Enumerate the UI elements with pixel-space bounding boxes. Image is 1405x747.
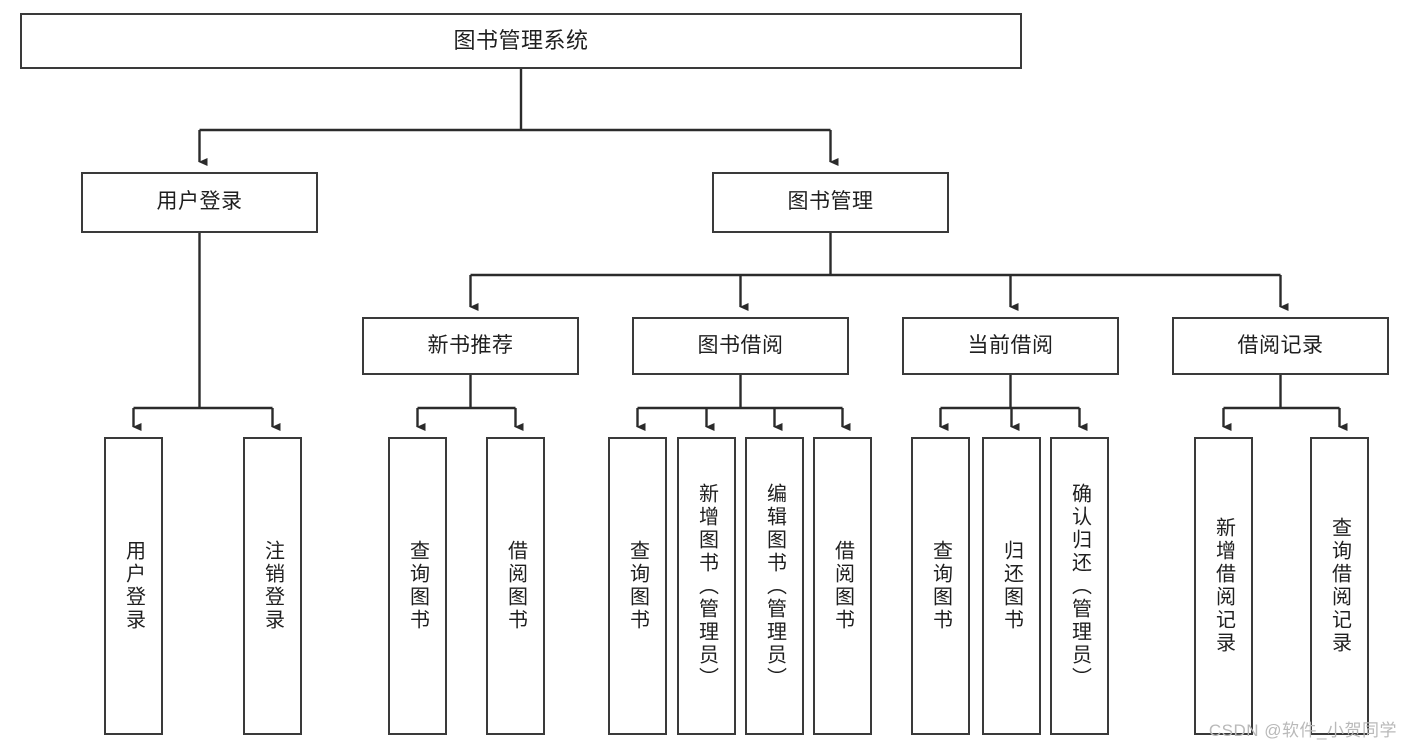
node-leaf-confirm-return[interactable]: 确认归还（管理员） [1050,437,1109,735]
node-label-book-manage: 图书管理 [787,190,874,214]
node-label-leaf-add-book: 新增图书（管理员） [695,482,718,690]
node-label-leaf-query-book-1: 查询图书 [406,540,429,632]
node-current-borrow[interactable]: 当前借阅 [902,317,1119,375]
node-book-borrow[interactable]: 图书借阅 [632,317,849,375]
node-label-leaf-query-book-2: 查询图书 [626,540,649,632]
node-label-borrow-record: 借阅记录 [1237,333,1324,357]
node-borrow-record[interactable]: 借阅记录 [1172,317,1389,375]
node-leaf-borrow-book-2[interactable]: 借阅图书 [813,437,872,735]
node-label-book-borrow: 图书借阅 [697,333,784,357]
node-label-leaf-logout: 注销登录 [261,540,284,632]
node-leaf-user-login[interactable]: 用户登录 [104,437,163,735]
node-leaf-add-book[interactable]: 新增图书（管理员） [677,437,736,735]
node-leaf-query-book-3[interactable]: 查询图书 [911,437,970,735]
node-leaf-edit-book[interactable]: 编辑图书（管理员） [745,437,804,735]
node-leaf-add-record[interactable]: 新增借阅记录 [1194,437,1253,735]
node-book-manage[interactable]: 图书管理 [712,172,949,233]
node-new-book-rec[interactable]: 新书推荐 [362,317,579,375]
node-label-leaf-edit-book: 编辑图书（管理员） [763,482,786,690]
node-label-current-borrow: 当前借阅 [967,333,1054,357]
node-leaf-borrow-book-1[interactable]: 借阅图书 [486,437,545,735]
node-label-root: 图书管理系统 [453,28,589,54]
node-label-leaf-return-book: 归还图书 [1000,540,1023,632]
node-label-new-book-rec: 新书推荐 [427,333,514,357]
node-leaf-logout[interactable]: 注销登录 [243,437,302,735]
node-leaf-query-book-2[interactable]: 查询图书 [608,437,667,735]
node-root[interactable]: 图书管理系统 [20,13,1022,69]
node-label-user-login: 用户登录 [156,190,243,214]
node-leaf-query-book-1[interactable]: 查询图书 [388,437,447,735]
node-leaf-query-record[interactable]: 查询借阅记录 [1310,437,1369,735]
node-label-leaf-add-record: 新增借阅记录 [1212,517,1235,655]
node-label-leaf-confirm-return: 确认归还（管理员） [1068,482,1091,690]
node-label-leaf-borrow-book-1: 借阅图书 [504,540,527,632]
node-label-leaf-user-login: 用户登录 [122,540,145,632]
node-user-login[interactable]: 用户登录 [81,172,318,233]
node-label-leaf-borrow-book-2: 借阅图书 [831,540,854,632]
node-label-leaf-query-record: 查询借阅记录 [1328,517,1351,655]
node-leaf-return-book[interactable]: 归还图书 [982,437,1041,735]
node-label-leaf-query-book-3: 查询图书 [929,540,952,632]
csdn-watermark: CSDN @软件_小贺同学 [1208,721,1397,740]
